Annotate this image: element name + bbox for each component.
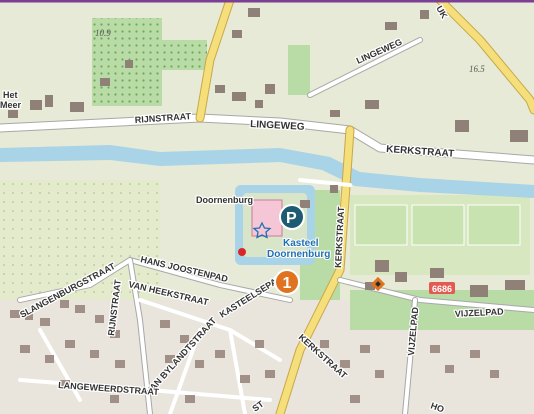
- poi-label-kasteel-name[interactable]: Doornenburg: [266, 248, 331, 261]
- numbered-poi-marker[interactable]: 1: [274, 269, 300, 295]
- street-label-edge: HO: [429, 400, 445, 414]
- star-icon[interactable]: [252, 221, 272, 239]
- diamond-poi-icon[interactable]: [370, 276, 386, 292]
- buildings: [8, 8, 528, 297]
- parking-letter: P: [286, 210, 297, 227]
- street-label-lingeweg: LINGEWEG: [250, 119, 305, 133]
- sports-pitch: [411, 204, 465, 246]
- poi-label-kasteel[interactable]: Kasteel: [282, 237, 320, 250]
- place-label: Meer: [0, 100, 22, 110]
- poi-number: 1: [283, 275, 292, 292]
- meadow-area: [288, 45, 310, 95]
- street-label-kerkstraat-vertical: KERKSTRAAT: [333, 206, 346, 268]
- red-dot-marker[interactable]: [238, 248, 246, 256]
- river: [0, 145, 534, 198]
- residential-buildings: [10, 300, 499, 403]
- street-label-rijnstraat: RIJNSTRAAT: [134, 111, 191, 125]
- place-label: Het: [3, 90, 18, 100]
- parking-icon[interactable]: P: [279, 204, 305, 230]
- spot-height-label: 10.9: [95, 28, 111, 38]
- orchard-area: [162, 40, 207, 70]
- spot-height-label: 16.5: [469, 64, 485, 74]
- sports-pitch: [467, 204, 521, 246]
- place-label-doornenburg: Doornenburg: [196, 195, 253, 205]
- route-number: 6686: [432, 284, 452, 294]
- street-label-vijzelpad: VIJZELPAD: [455, 306, 505, 319]
- route-badge: 6686: [429, 282, 455, 294]
- sports-pitch: [354, 204, 408, 246]
